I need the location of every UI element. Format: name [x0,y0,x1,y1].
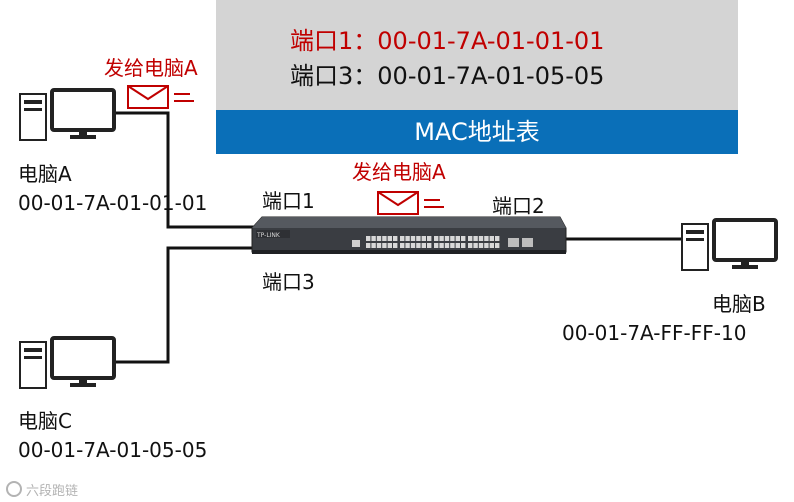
mac-table-row-port1: 端口1：00-01-7A-01-01-01 [290,26,604,56]
link-computer-a [112,111,255,229]
switch-port [400,236,405,241]
switch-brand-logo: TP-LINK [256,230,290,239]
switch-port [439,236,444,241]
switch-port [455,236,460,241]
switch-port [405,236,410,241]
switch-port [489,236,494,241]
switch-port [427,243,432,248]
switch-port [444,236,450,241]
mac-row-port-label: 端口3： [290,62,378,90]
switch-port [382,236,387,241]
switch-port [410,243,416,248]
switch-sfp-port [508,238,519,247]
switch-port [416,243,421,248]
computer-b-icon [681,218,778,271]
mac-table-title: MAC地址表 [216,110,738,154]
switch-port [468,243,473,248]
switch-port [421,236,426,241]
computer-c-name: 电脑C [18,409,72,433]
mac-row-address: 00-01-7A-01-01-01 [377,27,605,55]
switch-port [405,243,410,248]
switch-port [393,243,398,248]
port-label-3: 端口3 [262,270,315,294]
frame-label-switch: 发给电脑A [352,160,446,184]
switch-port [416,236,421,241]
switch-port [371,243,376,248]
computer-a-icon [19,88,116,141]
switch-port [400,243,405,248]
switch-port [439,243,444,248]
watermark: 六段跑链 [6,481,78,499]
mac-row-address: 00-01-7A-01-05-05 [377,62,605,90]
mac-row-port-label: 端口1： [290,27,378,55]
network-switch: TP-LINK [251,216,567,254]
switch-port [473,243,478,248]
switch-port [387,236,392,241]
switch-console-port [352,240,360,247]
frame-envelope-icon [127,85,194,109]
switch-port [478,236,484,241]
switch-port [366,236,371,241]
switch-brand-text: TP-LINK [256,232,281,239]
switch-port [473,236,478,241]
switch-port [444,243,450,248]
computer-a-mac: 00-01-7A-01-01-01 [18,191,208,215]
frame-envelope-icon [377,191,444,215]
switch-port [484,236,489,241]
switch-port [495,243,500,248]
switch-ethernet-ports [366,236,500,248]
switch-port [495,236,500,241]
switch-port [366,243,371,248]
computer-b-name: 电脑B [712,292,766,316]
switch-port [461,243,466,248]
switch-port [371,236,376,241]
switch-port [434,243,439,248]
switch-port [468,236,473,241]
switch-port [478,243,484,248]
switch-port [393,236,398,241]
switch-port [455,243,460,248]
switch-port [489,243,494,248]
computer-c-mac: 00-01-7A-01-05-05 [18,438,208,462]
frame-label-a: 发给电脑A [104,56,198,80]
switch-sfp-port [522,238,533,247]
link-computer-c [112,246,255,364]
switch-port [376,243,382,248]
computer-b-mac: 00-01-7A-FF-FF-10 [562,321,747,345]
computer-c-icon [19,336,116,389]
switch-port [484,243,489,248]
port-label-1: 端口1 [262,189,315,213]
switch-port [450,236,455,241]
switch-port [387,243,392,248]
switch-port [434,236,439,241]
mac-table-row-port3: 端口3：00-01-7A-01-05-05 [290,61,604,91]
switch-port [450,243,455,248]
switch-port [410,236,416,241]
switch-port [382,243,387,248]
switch-port [427,236,432,241]
switch-port [421,243,426,248]
port-label-2: 端口2 [492,194,545,218]
network-links [112,111,690,364]
watermark-text: 六段跑链 [26,484,78,499]
switch-port [461,236,466,241]
computer-a-name: 电脑A [18,162,72,186]
switch-port [376,236,382,241]
